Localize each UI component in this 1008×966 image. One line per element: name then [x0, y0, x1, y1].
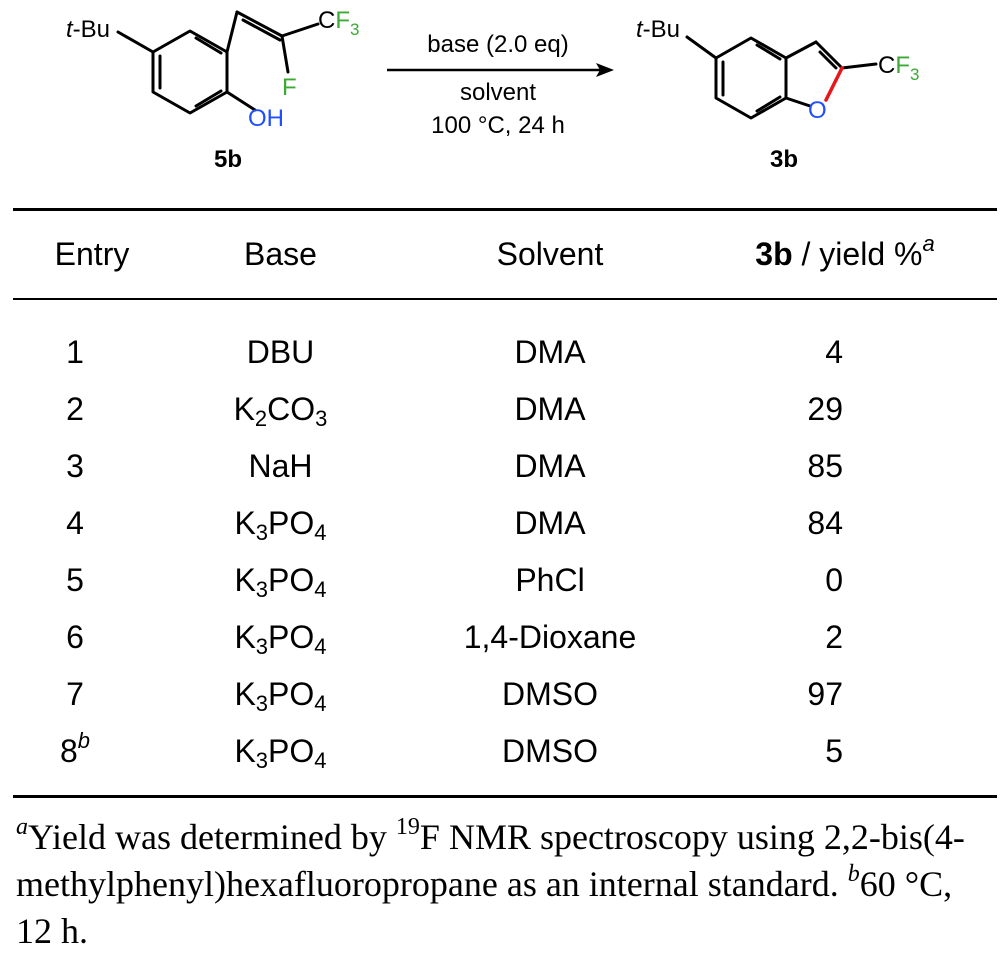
table-footnotes: aYield was determined by 19F NMR spectro… — [16, 814, 996, 955]
cell-yield: 84 — [807, 505, 843, 541]
cell-base: K3PO4 — [234, 619, 327, 659]
entry-number: 7 — [66, 676, 84, 712]
cell-base: DBU — [246, 334, 315, 370]
cell-entry: 8b — [0, 730, 150, 770]
header-yield-label: / yield % — [792, 236, 923, 272]
reaction-scheme-drawing: t-Bu CF3 F OH 5b base (2.0 eq) solvent 1… — [66, 7, 919, 173]
table-row: 1 DBU DMA 4 — [0, 334, 1008, 384]
footnote-b-mark: b — [847, 861, 860, 887]
cell-solvent: DMSO — [502, 733, 598, 769]
cell-entry: 7 — [0, 676, 150, 713]
conditions-line2: solvent — [460, 79, 536, 106]
cell-yield: 29 — [807, 391, 843, 427]
cell-yield: 0 — [825, 562, 843, 598]
cell-solvent: DMA — [514, 505, 586, 541]
entry-number: 1 — [66, 334, 84, 370]
cell-yield: 97 — [807, 676, 843, 712]
reactant-f-label: F — [282, 74, 297, 101]
cell-entry: 2 — [0, 391, 150, 428]
header-base: Base — [244, 236, 317, 272]
table-top-rule — [13, 208, 997, 211]
cell-base: K3PO4 — [234, 733, 327, 773]
table-bottom-rule — [13, 795, 997, 798]
cell-solvent: 1,4-Dioxane — [463, 619, 637, 655]
table-row: 3 NaH DMA 85 — [0, 448, 1008, 498]
conditions-line1: base (2.0 eq) — [427, 31, 568, 58]
entry-number: 6 — [66, 619, 84, 655]
cell-solvent: PhCl — [515, 562, 585, 598]
table-header-rule — [13, 298, 997, 300]
cell-solvent: DMA — [514, 334, 586, 370]
cell-entry: 3 — [0, 448, 150, 485]
cell-yield: 4 — [825, 334, 843, 370]
table-row: 7 K3PO4 DMSO 97 — [0, 676, 1008, 726]
footnote-b-text: 60 °C, 12 h. — [16, 864, 953, 951]
cell-solvent: DMA — [514, 391, 586, 427]
header-yield-footnote-mark: a — [922, 231, 935, 256]
cell-base: K3PO4 — [234, 505, 327, 545]
cell-solvent: DMA — [514, 448, 586, 484]
product-structure — [685, 35, 878, 120]
reaction-arrowhead — [596, 63, 614, 77]
header-yield-compound: 3b — [755, 236, 793, 272]
footnote-isotope: 19 — [395, 814, 420, 840]
cell-yield: 5 — [825, 733, 843, 769]
footnote-a-text-1: Yield was determined by — [28, 817, 396, 857]
cell-entry: 5 — [0, 562, 150, 599]
entry-footnote-mark: b — [77, 728, 91, 753]
cell-yield: 85 — [807, 448, 843, 484]
table-row: 8b K3PO4 DMSO 5 — [0, 730, 1008, 783]
product-compound-id: 3b — [770, 146, 798, 173]
product-cf3-label: CF3 — [878, 52, 919, 84]
footnote-a-mark: a — [16, 814, 28, 840]
reactant-cf3-label: CF3 — [318, 7, 359, 39]
reaction-scheme: t-Bu CF3 F OH 5b base (2.0 eq) solvent 1… — [0, 0, 1008, 200]
cell-yield: 2 — [825, 619, 843, 655]
footnote-a-text-2: F NMR spectroscopy using 2,2-bis(4-methy… — [16, 817, 965, 904]
entry-number: 4 — [66, 505, 84, 541]
header-solvent: Solvent — [496, 236, 604, 272]
table-row: 5 K3PO4 PhCl 0 — [0, 562, 1008, 612]
reactant-oh-label: OH — [248, 105, 284, 132]
reactant-structure — [116, 10, 320, 115]
cell-base: K2CO3 — [233, 391, 328, 431]
product-o-label: O — [808, 97, 827, 124]
table-row: 2 K2CO3 DMA 29 — [0, 391, 1008, 441]
cell-entry: 4 — [0, 505, 150, 542]
cell-base: NaH — [248, 448, 313, 484]
entry-number: 5 — [66, 562, 84, 598]
reactant-compound-id: 5b — [214, 146, 242, 173]
header-yield: 3b / yield %a — [700, 233, 990, 273]
entry-number: 3 — [66, 448, 84, 484]
table-row: 4 K3PO4 DMA 84 — [0, 505, 1008, 555]
table-row: 6 K3PO4 1,4-Dioxane 2 — [0, 619, 1008, 669]
new-co-bond — [824, 66, 844, 102]
cell-base: K3PO4 — [234, 676, 327, 716]
conditions-line3: 100 °C, 24 h — [431, 112, 565, 139]
entry-number: 8 — [59, 733, 78, 769]
cell-entry: 1 — [0, 334, 150, 371]
cell-base: K3PO4 — [234, 562, 327, 602]
entry-number: 2 — [66, 391, 84, 427]
reactant-tbu-label: t-Bu — [66, 16, 110, 43]
cell-solvent: DMSO — [502, 676, 598, 712]
header-entry: Entry — [54, 236, 130, 272]
cell-entry: 6 — [0, 619, 150, 656]
product-tbu-label: t-Bu — [636, 16, 680, 43]
